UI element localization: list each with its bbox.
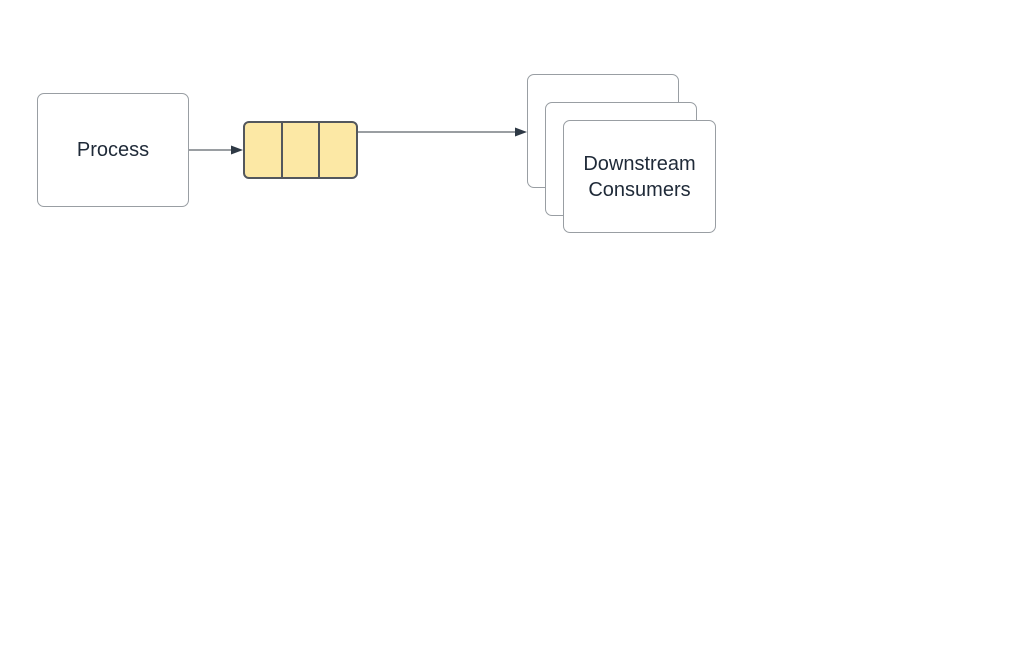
arrowhead-icon bbox=[231, 145, 243, 155]
consumers-node-label: Downstream Consumers bbox=[583, 152, 696, 201]
arrowhead-icon bbox=[515, 127, 527, 137]
queue-cell bbox=[280, 123, 319, 177]
process-node[interactable]: Process bbox=[37, 93, 189, 207]
consumers-node[interactable]: Downstream Consumers bbox=[563, 120, 716, 233]
connector-process-to-queue[interactable] bbox=[189, 143, 243, 157]
queue-cell bbox=[318, 123, 356, 177]
queue-node[interactable] bbox=[243, 121, 358, 179]
process-node-label: Process bbox=[76, 139, 150, 161]
queue-cell bbox=[245, 123, 281, 177]
connector-queue-to-consumers[interactable] bbox=[358, 125, 527, 139]
